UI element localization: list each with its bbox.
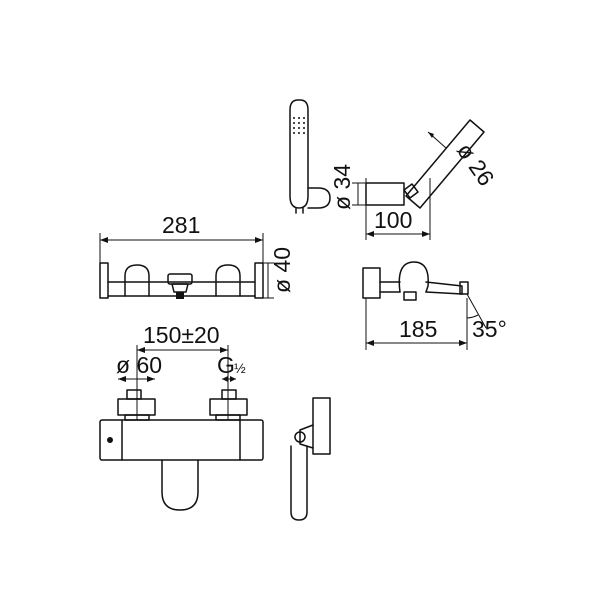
dim-body-diameter: ø 40 [263, 247, 295, 299]
label-thread-fraction: ½ [234, 360, 246, 376]
label-holder-projection: 100 [374, 207, 412, 233]
dim-thread-size: G ½ [217, 352, 246, 382]
label-handshower-diameter: ø 26 [452, 138, 500, 191]
label-spout-projection: 185 [399, 316, 437, 342]
holder-side-view [290, 397, 331, 521]
mixer-side-view [362, 261, 487, 350]
dim-holder-projection: 100 [366, 207, 430, 237]
dim-eccentric-diameter: ø 60 [116, 352, 162, 382]
dim-total-width: 281 [100, 212, 263, 243]
dim-handshower-diameter: ø 26 [427, 131, 500, 191]
mixer-top-view [99, 233, 264, 299]
mixer-front-view [99, 345, 264, 511]
label-mount-centers: 150±20 [143, 322, 220, 348]
dim-mount-centers: 150±20 [137, 322, 228, 353]
label-body-diameter: ø 40 [269, 247, 295, 293]
handshower-front-view [289, 99, 331, 214]
label-holder-diameter: ø 34 [329, 164, 355, 210]
label-spout-angle: 35° [472, 316, 507, 342]
dim-spout-angle: 35° [466, 314, 507, 342]
dim-spout-projection: 185 [366, 316, 467, 346]
handshower-side-view [365, 119, 485, 240]
label-total-width: 281 [162, 212, 200, 238]
label-eccentric-diameter: ø 60 [116, 352, 162, 378]
dim-holder-diameter: ø 34 [329, 164, 366, 210]
label-thread-prefix: G [217, 352, 235, 378]
